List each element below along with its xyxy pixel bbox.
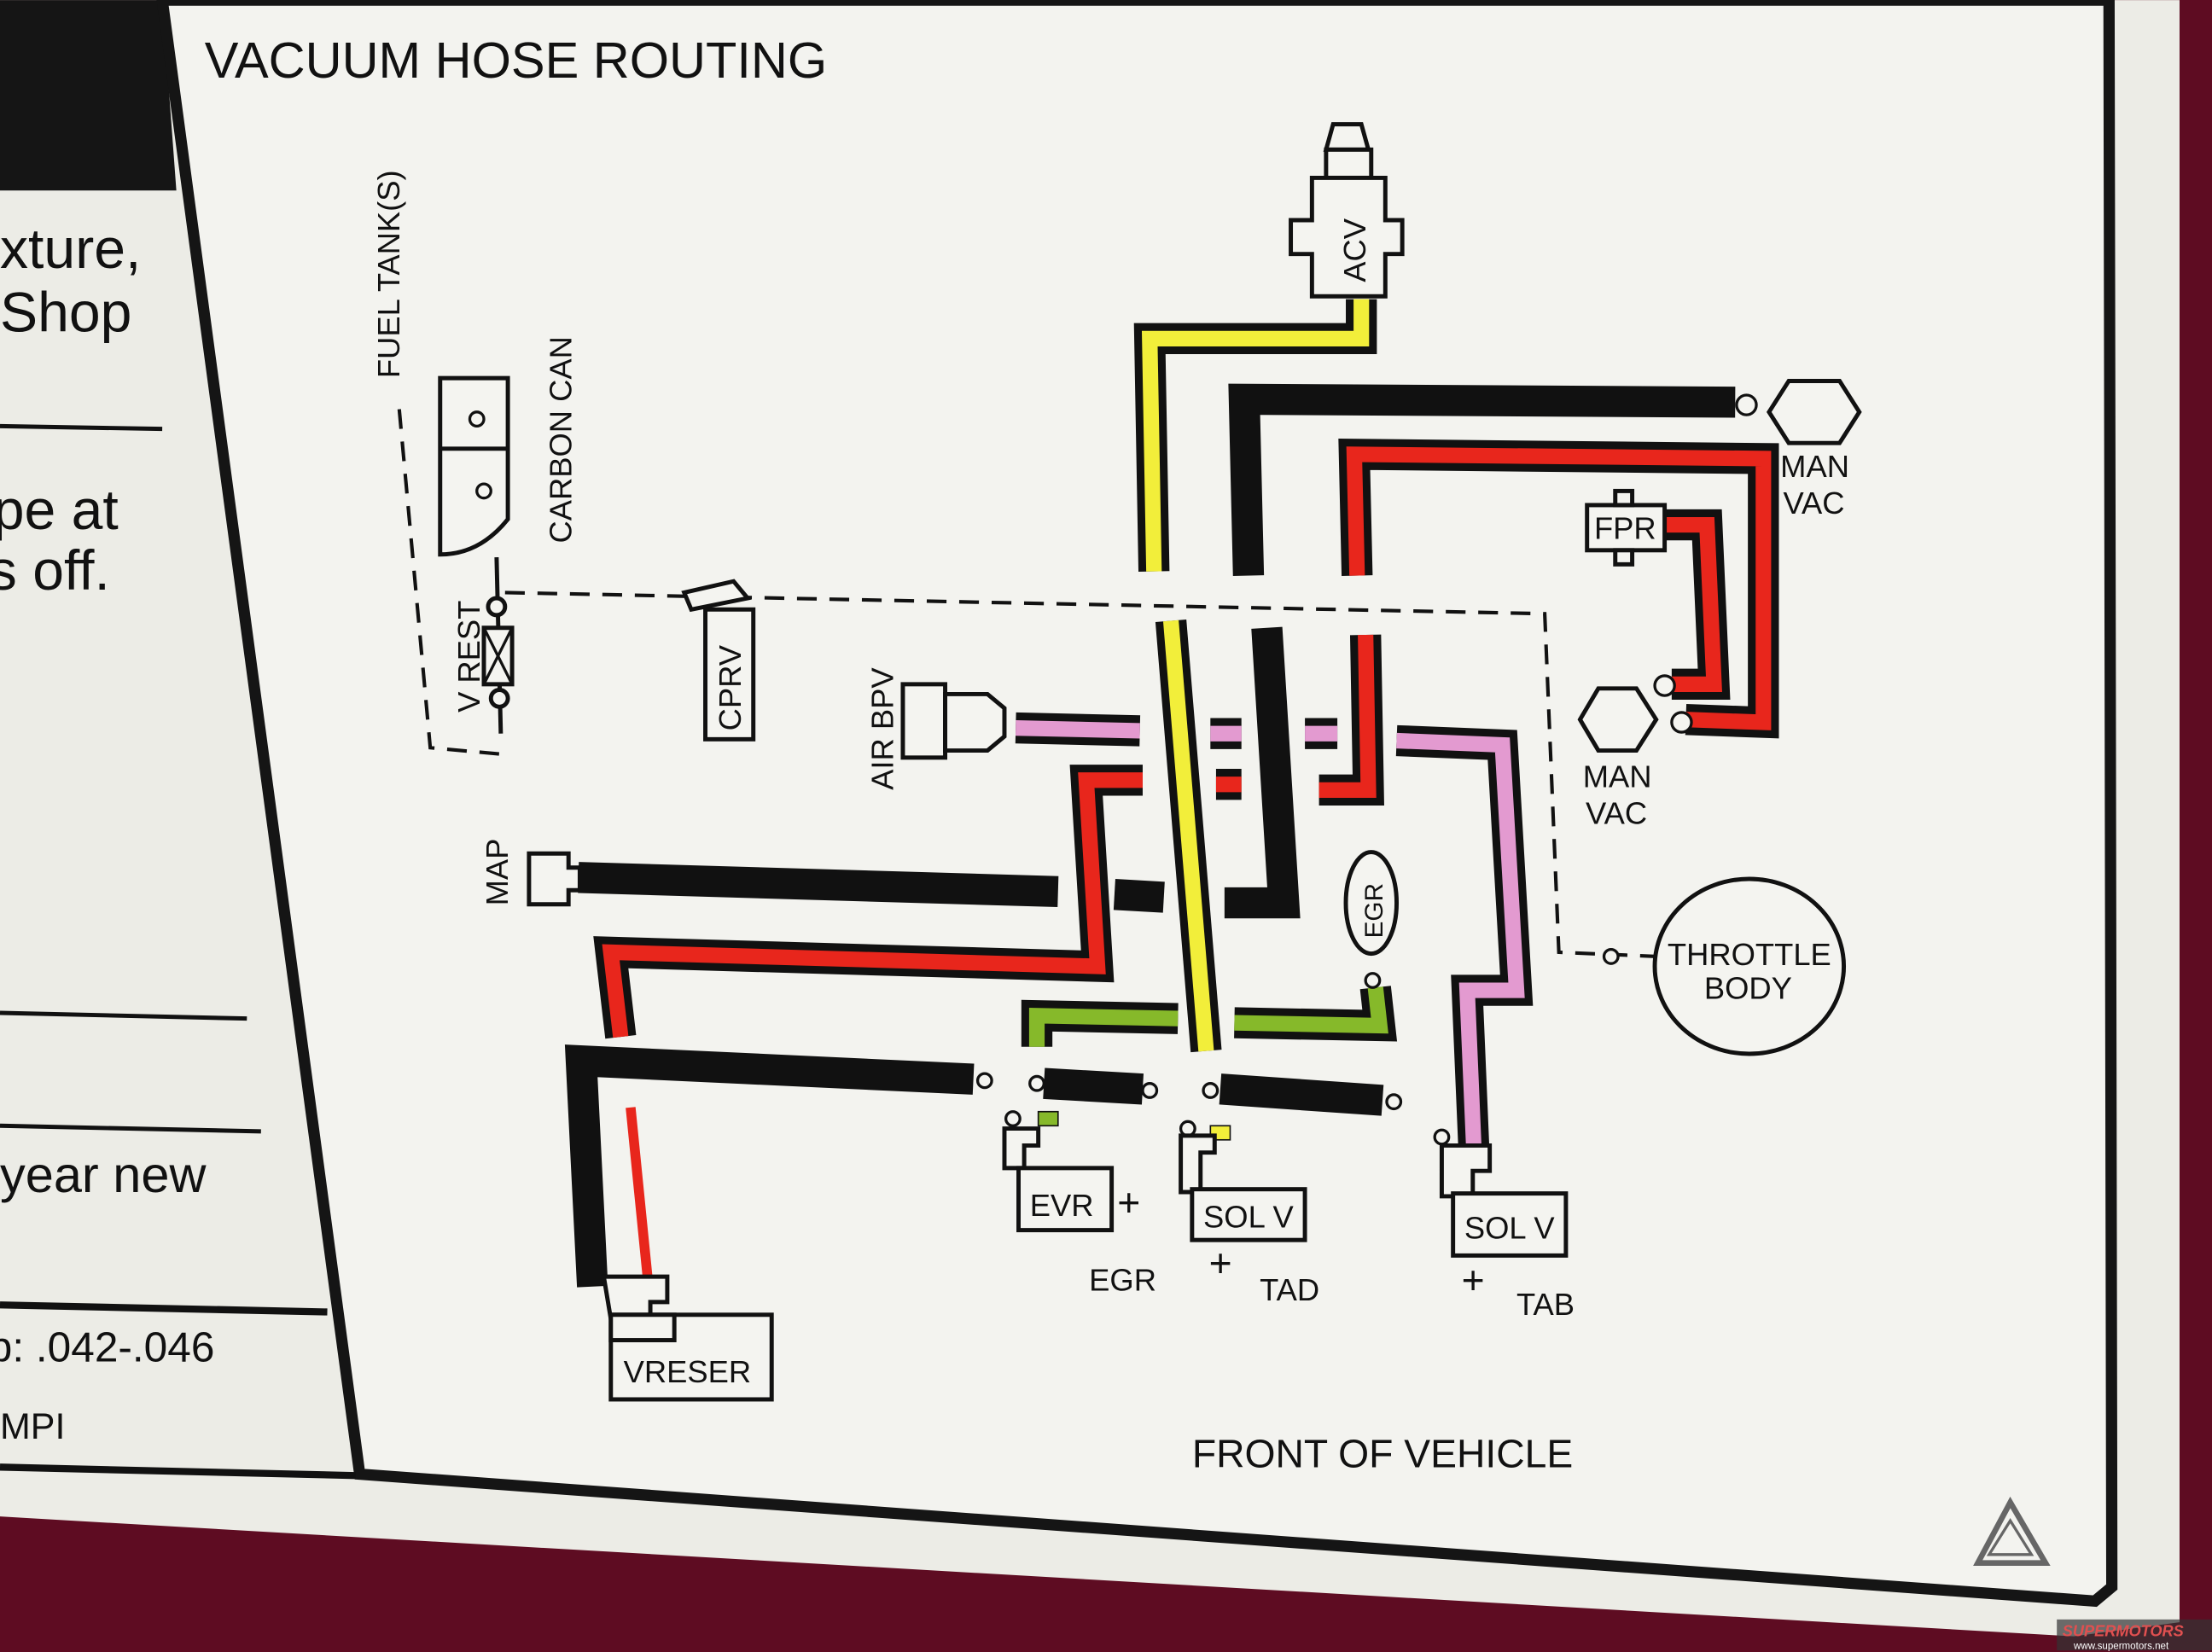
plus-terminal: + xyxy=(1462,1258,1485,1302)
black-hoses xyxy=(564,383,1736,1288)
left-panel-header xyxy=(0,0,177,191)
tad-solenoid: SOL V + xyxy=(1179,1133,1307,1285)
egr-valve-label: EGR xyxy=(1360,883,1388,938)
left-text-line: s off. xyxy=(0,539,110,602)
sol-v-label: SOL V xyxy=(1464,1211,1556,1246)
left-text-line: pe at xyxy=(0,479,119,542)
egr-label: EGR xyxy=(1089,1263,1156,1298)
hose-connectors xyxy=(975,393,1758,1146)
plus-terminal: + xyxy=(1117,1180,1140,1224)
air-bpv-valve xyxy=(900,682,1007,760)
acv-label: ACV xyxy=(1337,218,1372,282)
left-panel-rules xyxy=(0,423,356,1480)
sol-v-label: SOL V xyxy=(1203,1199,1295,1234)
supermotors-watermark: SUPERMOTORS www.supermotors.net xyxy=(2057,1619,2212,1652)
acv-valve: ACV xyxy=(1289,122,1405,299)
watermark-url: www.supermotors.net xyxy=(2073,1642,2169,1652)
throttle-body-label: THROTTLE xyxy=(1668,937,1831,972)
fuel-tank-label: FUEL TANK(S) xyxy=(371,170,406,378)
pink-hoses xyxy=(1015,712,1534,1158)
man-vac-label: MAN xyxy=(1780,449,1849,484)
evr-label: EVR xyxy=(1030,1188,1094,1223)
left-text-line: Shop xyxy=(0,282,131,345)
plus-terminal: + xyxy=(1209,1241,1232,1285)
carbon-can xyxy=(438,375,510,557)
man-vac-port-upper xyxy=(1766,378,1862,445)
vreser-label: VRESER xyxy=(624,1354,752,1389)
man-vac-label: VAC xyxy=(1586,796,1647,831)
left-panel-text: xture, Shop pe at s off. year new p: .04… xyxy=(0,218,214,1447)
man-vac-label: VAC xyxy=(1783,486,1844,521)
evr-solenoid: EVR + xyxy=(1002,1126,1140,1233)
egr-valve xyxy=(1343,850,1400,957)
left-text-line: year new xyxy=(0,1146,207,1203)
map-sensor-label: MAP xyxy=(480,839,515,906)
air-bpv-label: AIR BPV xyxy=(864,667,899,790)
cprv-valve: CPRV xyxy=(681,579,756,742)
left-text-line: p: .042-.046 xyxy=(0,1323,214,1370)
tab-solenoid: SOL V + xyxy=(1439,1143,1569,1302)
man-vac-port-lower xyxy=(1577,686,1659,753)
vacuum-reservoir: VRESER xyxy=(601,1274,774,1402)
tab-label: TAB xyxy=(1516,1287,1575,1322)
fpr-label: FPR xyxy=(1594,511,1656,546)
tad-label: TAD xyxy=(1260,1272,1319,1307)
left-text-line: MPI xyxy=(0,1406,65,1447)
throttle-body-label: BODY xyxy=(1704,971,1792,1006)
recycle-triangle-logo xyxy=(1973,1496,2051,1567)
front-of-vehicle-label: FRONT OF VEHICLE xyxy=(1192,1431,1573,1475)
fpr-regulator: FPR xyxy=(1585,488,1668,567)
man-vac-label: MAN xyxy=(1583,759,1652,794)
v-rest-valve xyxy=(481,557,515,734)
red-hoses xyxy=(593,439,1779,1292)
left-text-line: xture, xyxy=(0,218,141,281)
cprv-label: CPRV xyxy=(713,644,748,730)
diagram-title: VACUUM HOSE ROUTING xyxy=(205,32,827,89)
watermark-brand: SUPERMOTORS xyxy=(2063,1623,2184,1640)
main-label-border xyxy=(156,0,2118,1608)
yellow-hoses xyxy=(1133,299,1377,1053)
v-rest-label: V REST xyxy=(451,601,486,713)
carbon-can-label: CARBON CAN xyxy=(543,336,578,543)
green-hoses xyxy=(1021,986,1398,1141)
throttle-body xyxy=(1652,876,1847,1056)
